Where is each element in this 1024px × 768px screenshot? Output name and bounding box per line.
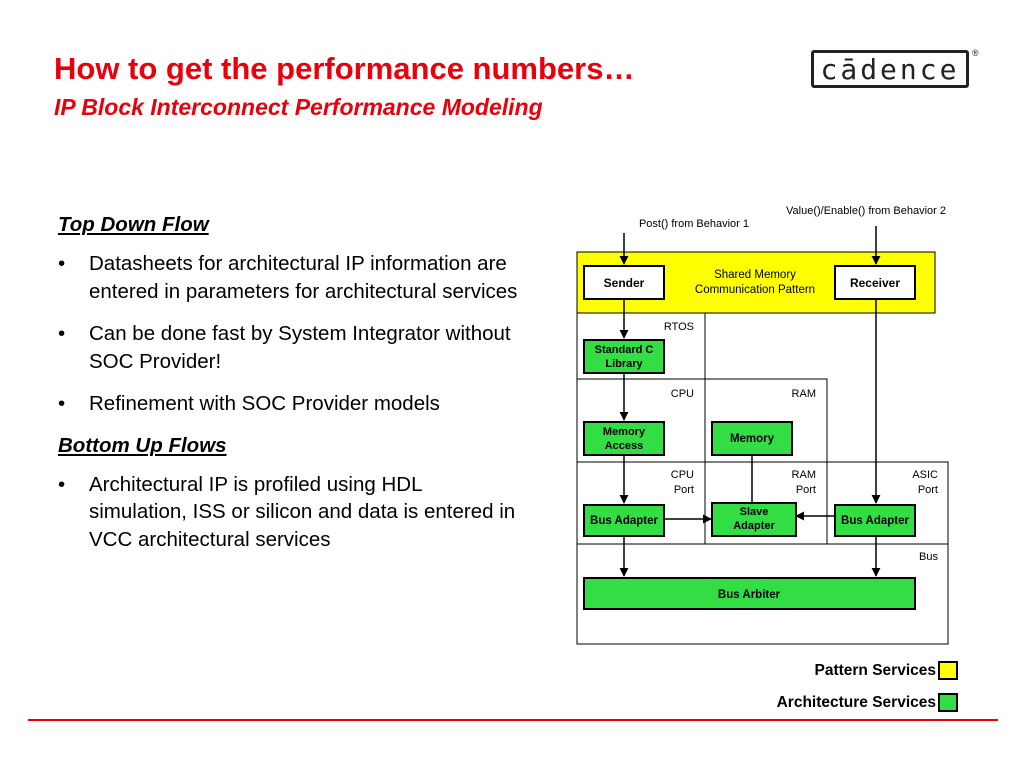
memory-label: Memory	[730, 433, 775, 445]
bullet-dot: •	[58, 322, 66, 345]
ram-port-label-line2: Port	[796, 484, 816, 496]
bullet-item: • Can be done fast by System Integrator w…	[58, 320, 518, 375]
bullet-item: • Architectural IP is profiled using HDL …	[58, 471, 518, 554]
slave-adapter-label-line2: Adapter	[733, 520, 775, 532]
legend-pattern-label: Pattern Services	[814, 661, 937, 679]
cpu-label: CPU	[671, 388, 694, 400]
asic-port-label-line1: ASIC	[912, 469, 938, 481]
asic-port-label-line2: Port	[918, 484, 938, 496]
cpu-port-label-line1: CPU	[671, 469, 694, 481]
bullet-dot: •	[58, 392, 66, 415]
bullet-item: • Refinement with SOC Provider models	[58, 390, 518, 418]
bullet-item: • Datasheets for architectural IP informa…	[58, 250, 518, 305]
behavior2-label: Value()/Enable() from Behavior 2	[786, 205, 946, 217]
memory-box	[711, 421, 793, 456]
behavior1-label: Post() from Behavior 1	[639, 218, 749, 230]
sender-box	[583, 265, 665, 300]
text-column: Top Down Flow • Datasheets for architectu…	[58, 212, 518, 568]
bus-adapter-right-box	[834, 504, 916, 537]
bus-adapter-left-label: Bus Adapter	[590, 515, 658, 527]
cadence-logo: cādence	[811, 50, 969, 88]
standard-c-library-box	[583, 339, 665, 374]
legend-pattern-swatch	[938, 661, 958, 680]
standard-c-label-line2: Library	[605, 358, 643, 370]
bullet-text: Datasheets for architectural IP informat…	[89, 252, 518, 303]
ram-label: RAM	[792, 388, 816, 400]
bullet-text: Refinement with SOC Provider models	[89, 392, 440, 415]
standard-c-label-line1: Standard C	[595, 344, 654, 356]
legend-architecture-swatch	[938, 693, 958, 712]
shared-memory-label-line2: Communication Pattern	[695, 284, 815, 296]
section-heading-bottom-up: Bottom Up Flows	[58, 433, 227, 457]
bus-arbiter-label: Bus Arbiter	[718, 589, 781, 601]
memory-access-box	[583, 421, 665, 456]
bullet-text: Architectural IP is profiled using HDL s…	[89, 472, 516, 551]
legend-architecture-services: Architecture Services	[777, 693, 958, 712]
ram-port-label-line1: RAM	[792, 469, 816, 481]
footer-divider	[28, 719, 998, 721]
cpu-port-label-line2: Port	[674, 484, 694, 496]
rtos-label: RTOS	[664, 321, 694, 333]
legend-architecture-label: Architecture Services	[776, 693, 936, 711]
slave-adapter-label-line1: Slave	[740, 506, 769, 518]
registered-mark: ®	[972, 48, 979, 58]
bus-arbiter-box	[583, 577, 916, 610]
bus-adapter-right-label: Bus Adapter	[841, 515, 909, 527]
bus-adapter-left-box	[583, 504, 665, 537]
receiver-box	[834, 265, 916, 300]
memory-access-label-line2: Access	[605, 440, 644, 452]
bullet-dot: •	[58, 472, 66, 496]
bus-region	[576, 543, 949, 645]
bullet-text: Can be done fast by System Integrator wi…	[89, 322, 511, 373]
slave-adapter-box	[711, 502, 797, 537]
page-title: How to get the performance numbers…	[54, 51, 635, 86]
sender-label: Sender	[604, 276, 645, 290]
page-subtitle: IP Block Interconnect Performance Modeli…	[54, 94, 543, 120]
memory-access-label-line1: Memory	[603, 426, 646, 438]
section-heading-top-down: Top Down Flow	[58, 213, 209, 236]
shared-memory-label-line1: Shared Memory	[714, 269, 796, 281]
bus-label: Bus	[919, 551, 938, 563]
bullet-dot: •	[58, 252, 66, 275]
legend-pattern-services: Pattern Services	[814, 661, 958, 680]
receiver-label: Receiver	[850, 276, 900, 290]
